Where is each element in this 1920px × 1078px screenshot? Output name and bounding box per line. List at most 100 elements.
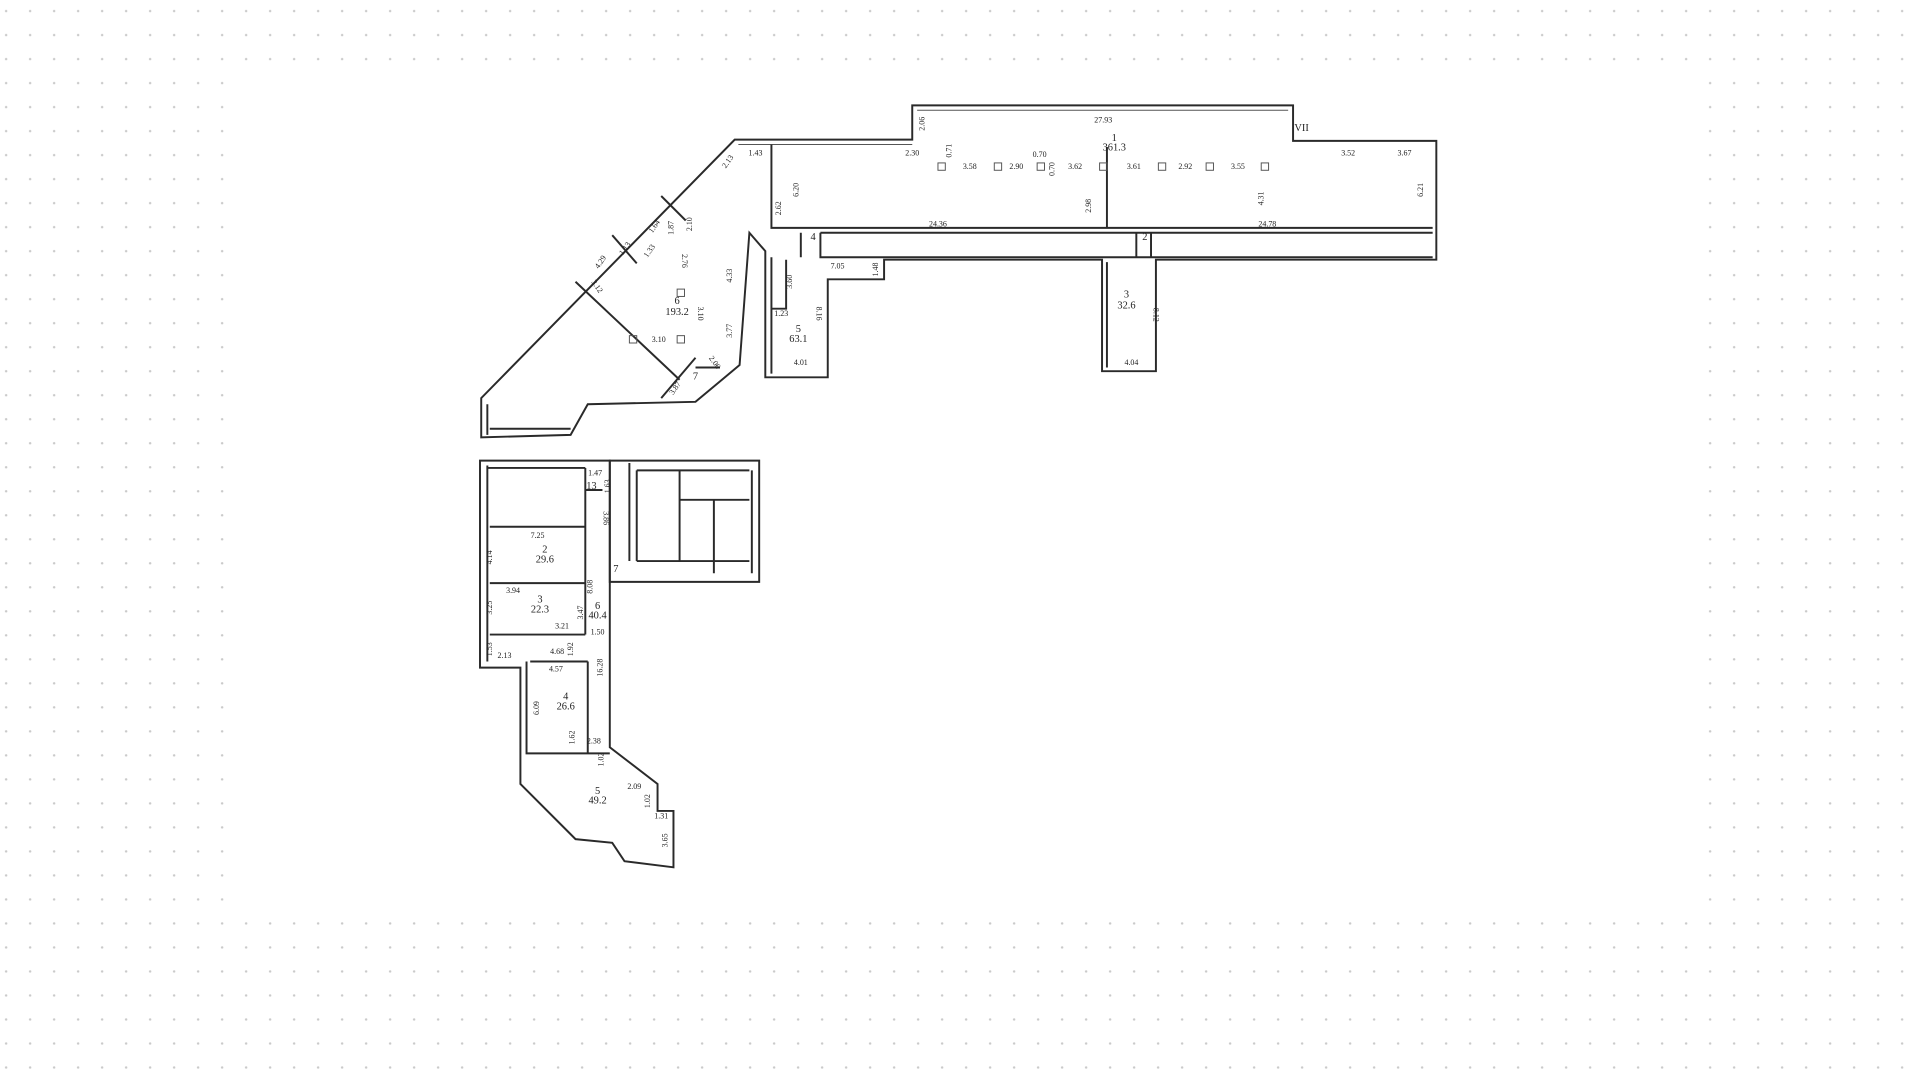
- room-5-number: 5: [796, 324, 801, 335]
- dimension-label: 2.13: [720, 153, 735, 170]
- dimension-label: 3.62: [1068, 162, 1082, 171]
- dimension-label: 1.62: [567, 730, 576, 744]
- dimension-label: 1.64: [647, 218, 662, 235]
- room-5-area: 49.2: [588, 796, 606, 807]
- dimension-label: 2.06: [917, 117, 926, 131]
- dimension-label: 4.04: [1124, 358, 1138, 367]
- room-2-area: 29.6: [536, 554, 554, 565]
- dimension-label: 3.77: [725, 324, 734, 338]
- dimension-label: 2.76: [680, 254, 689, 268]
- room-1-area: 361.3: [1103, 143, 1126, 154]
- dimension-label: 1.63: [603, 479, 612, 493]
- dimension-label: 24.36: [929, 220, 947, 229]
- dimension-label: 3.47: [576, 606, 585, 620]
- dimension-label: 6.20: [791, 183, 800, 197]
- section-mark: VII: [1294, 123, 1309, 134]
- dimension-label: 3.87: [667, 380, 682, 397]
- room-7-number: 7: [613, 564, 618, 575]
- dimension-label: 1.02: [597, 753, 606, 767]
- dimension-label: 1.23: [774, 309, 788, 318]
- room-6-area: 193.2: [665, 307, 688, 318]
- room-3-area: 22.3: [531, 604, 549, 615]
- dimension-label: 4.14: [485, 550, 494, 564]
- dimension-label: 4.31: [1257, 191, 1266, 205]
- dimension-label: 3.67: [1398, 149, 1412, 158]
- columns: [628, 162, 1270, 344]
- dimension-label: 3.65: [660, 833, 669, 847]
- lower-room-labels: 13 2 29.6 3 22.3 6 40.4 4 26.6 5 49.2 7: [531, 481, 619, 807]
- dimension-label: 3.94: [506, 586, 520, 595]
- dimension-label: 3.55: [1231, 162, 1245, 171]
- dimension-label: 1.87: [666, 221, 675, 235]
- dimension-label: 3.21: [555, 621, 569, 630]
- dimension-label: 2.13: [498, 651, 512, 660]
- dimension-label: 1.48: [871, 263, 880, 277]
- room-3-number: 3: [1124, 290, 1129, 301]
- dimension-label: 2.98: [1084, 199, 1093, 213]
- dimension-label: 3.12: [589, 278, 604, 295]
- room-4-number: 4: [563, 691, 569, 702]
- dimension-label: 2.62: [774, 201, 783, 215]
- dimension-label: 24.78: [1258, 220, 1276, 229]
- dimension-label: 1.47: [588, 468, 602, 477]
- lower-building-walls: [479, 459, 761, 869]
- dimension-label: 3.58: [963, 162, 977, 171]
- dimension-label: 27.93: [1094, 115, 1112, 124]
- room-2-number: 2: [1142, 232, 1147, 243]
- dimension-label: 0.71: [944, 144, 953, 158]
- dimension-label: 3.10: [696, 307, 705, 321]
- dimension-label: 2.10: [685, 217, 694, 231]
- upper-dimensions: 27.93 2.06 0.71 2.30 1.43 3.58 2.90 0.700.70 3.6…: [589, 115, 1424, 396]
- dimension-label: 3.52: [1341, 149, 1355, 158]
- room-6-area: 40.4: [588, 611, 607, 622]
- room-4-number: 4: [810, 232, 816, 243]
- dimension-label: 1.31: [654, 811, 668, 820]
- dimension-label: 0.70: [1047, 162, 1056, 176]
- dimension-label: 6.09: [532, 701, 541, 715]
- dimension-label: 4.33: [725, 269, 734, 283]
- dimension-label: 3.86: [602, 511, 611, 525]
- room-3-number: 3: [537, 595, 542, 606]
- room-3-area: 32.6: [1117, 301, 1135, 312]
- room-13-number: 13: [586, 481, 596, 492]
- room-5-number: 5: [595, 786, 600, 797]
- dimension-label: 2.38: [587, 737, 601, 746]
- dimension-label: 1.43: [749, 149, 763, 158]
- room-1-number: 1: [1112, 133, 1117, 144]
- dimension-label: 8.12: [1151, 308, 1160, 322]
- dimension-label: 2.90: [1009, 162, 1023, 171]
- upper-room-labels: 1 361.3 6 193.2 5 63.1 3 32.6 4 2 7 VII: [665, 123, 1309, 383]
- dimension-label: 3.61: [1127, 162, 1141, 171]
- dimension-label: 3.60: [785, 275, 794, 289]
- dimension-label: 1.92: [566, 642, 575, 656]
- room-2-number: 2: [542, 544, 547, 555]
- dimension-label: 2.09: [627, 782, 641, 791]
- dimension-label: 4.01: [794, 358, 808, 367]
- room-6-number: 6: [675, 296, 680, 307]
- dimension-label: 3.25: [485, 601, 494, 615]
- lower-dimensions: 1.471.63 3.86 7.25 4.14 8.08 3.94 3.47 3.25 3.21…: [485, 468, 669, 847]
- room-6-number: 6: [595, 601, 600, 612]
- dimension-label: 8.16: [815, 307, 824, 321]
- dimension-label: 8.08: [586, 580, 595, 594]
- dimension-label: 2.92: [1178, 162, 1192, 171]
- dimension-label: 1.33: [642, 243, 657, 260]
- dimension-label: 4.29: [593, 254, 608, 271]
- dimension-label: 1.50: [591, 628, 605, 637]
- room-4-area: 26.6: [557, 701, 575, 712]
- dimension-label: 16.28: [595, 659, 604, 677]
- room-5-area: 63.1: [789, 334, 807, 345]
- dimension-label: 7.05: [831, 261, 845, 270]
- dimension-label: 6.21: [1416, 183, 1425, 197]
- dimension-label: 2.30: [905, 149, 919, 158]
- room-7-number: 7: [693, 372, 698, 383]
- dimension-label: 7.25: [531, 531, 545, 540]
- dimension-label: 3.10: [652, 335, 666, 344]
- dimension-label: 1.53: [485, 642, 494, 656]
- upper-building-walls: [480, 104, 1438, 439]
- dimension-label: 0.70: [1033, 150, 1047, 159]
- dimension-label: 4.57: [549, 664, 563, 673]
- dimension-label: 4.68: [550, 647, 564, 656]
